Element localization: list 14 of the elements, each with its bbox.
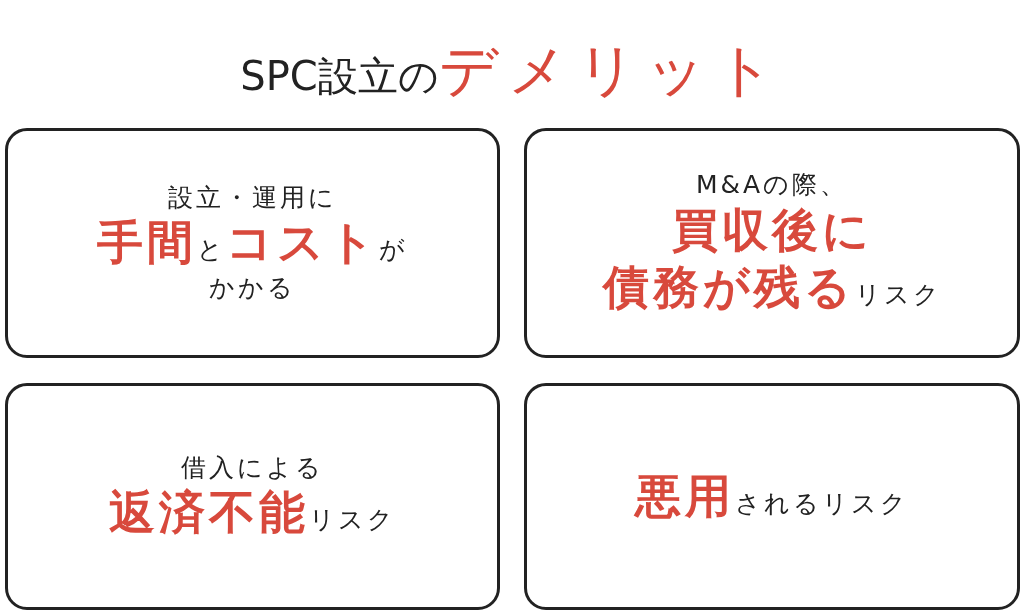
text-card [524, 383, 1020, 610]
text-card [524, 128, 1020, 358]
card-text: 借入による [181, 451, 324, 484]
card-text: 買収後に [671, 201, 873, 259]
text-card [5, 128, 500, 358]
card-text: 返済不能リスク [109, 484, 396, 541]
card-text: 債務が残るリスク [602, 259, 942, 317]
card-text: M&Aの際、 [695, 169, 849, 202]
card-text: 悪用されるリスク [635, 467, 909, 525]
card-text: 手間とコストが [97, 214, 408, 272]
card-text: かかる [209, 271, 296, 304]
text-card [5, 383, 500, 610]
title: SPC設立のデメリット [239, 38, 785, 106]
card-text: 設立・運用に [168, 181, 337, 214]
